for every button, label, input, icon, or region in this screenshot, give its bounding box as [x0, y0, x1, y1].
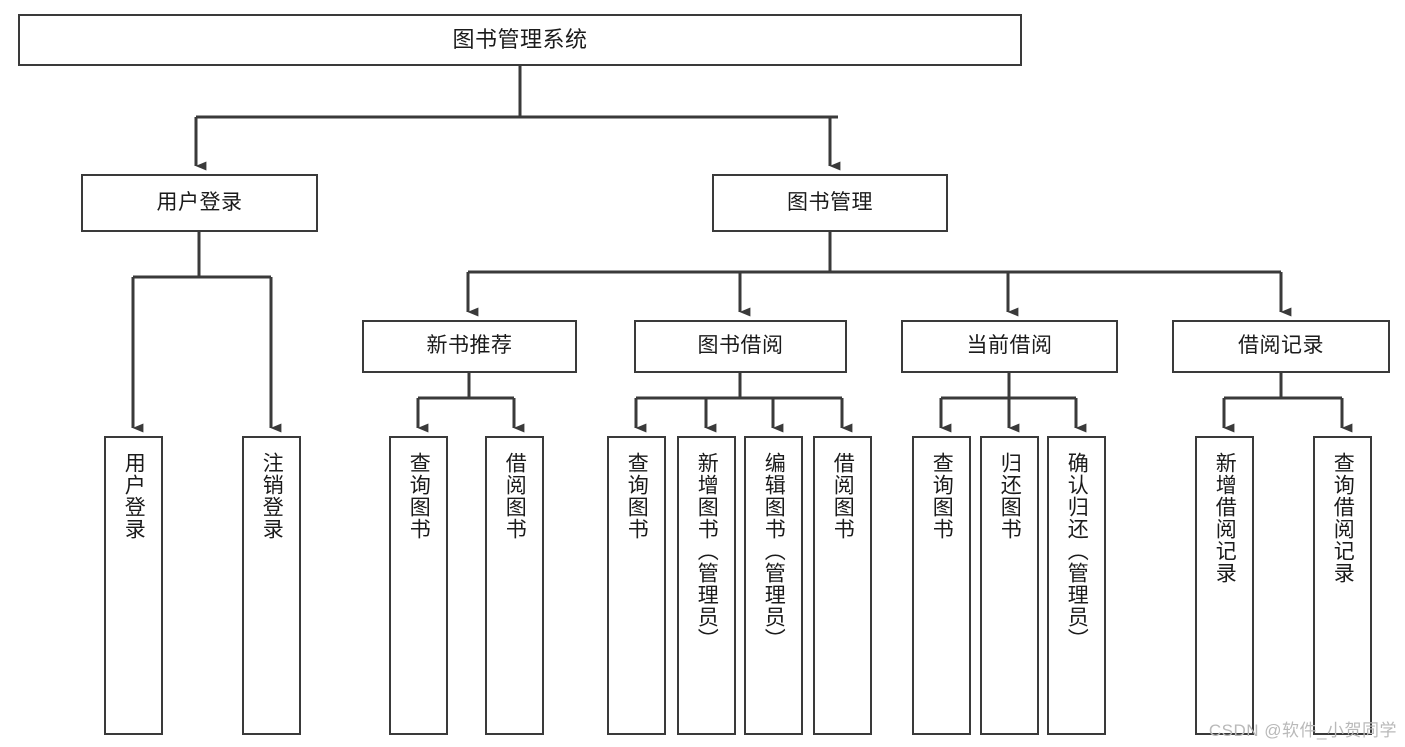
node-label: 借阅记录	[1238, 334, 1324, 358]
node-label: 借阅图书	[831, 452, 855, 540]
node-label: 图书借阅	[697, 334, 784, 358]
node-label: 查询借阅记录	[1331, 452, 1355, 584]
leaf-recommend-borrow-book[interactable]: 借阅图书	[485, 436, 544, 735]
leaf-record-add-borrow-record[interactable]: 新增借阅记录	[1195, 436, 1254, 735]
node-label: 编辑图书（管理员）	[762, 452, 786, 650]
node-label: 查询图书	[930, 452, 954, 540]
leaf-borrow-borrow-book[interactable]: 借阅图书	[813, 436, 872, 735]
node-borrow-record[interactable]: 借阅记录	[1172, 320, 1390, 373]
node-label: 图书管理	[787, 190, 873, 214]
node-user-login[interactable]: 用户登录	[81, 174, 318, 232]
leaf-current-confirm-return-admin[interactable]: 确认归还（管理员）	[1047, 436, 1106, 735]
leaf-borrow-query-book[interactable]: 查询图书	[607, 436, 666, 735]
leaf-current-query-book[interactable]: 查询图书	[912, 436, 971, 735]
node-label: 确认归还（管理员）	[1065, 452, 1089, 650]
node-label: 归还图书	[998, 452, 1022, 540]
node-label: 图书管理系统	[452, 27, 588, 53]
leaf-recommend-query-book[interactable]: 查询图书	[389, 436, 448, 735]
node-label: 用户登录	[156, 190, 243, 214]
leaf-record-query-borrow-record[interactable]: 查询借阅记录	[1313, 436, 1372, 735]
node-book-management[interactable]: 图书管理	[712, 174, 948, 232]
node-label: 当前借阅	[966, 334, 1053, 358]
node-label: 查询图书	[407, 452, 431, 540]
node-root-system[interactable]: 图书管理系统	[18, 14, 1022, 66]
node-book-borrow[interactable]: 图书借阅	[634, 320, 847, 373]
node-new-book-recommend[interactable]: 新书推荐	[362, 320, 577, 373]
node-label: 借阅图书	[503, 452, 527, 540]
node-label: 查询图书	[625, 452, 649, 540]
leaf-user-logout[interactable]: 注销登录	[242, 436, 301, 735]
node-label: 新增图书（管理员）	[695, 452, 719, 650]
node-current-borrow[interactable]: 当前借阅	[901, 320, 1118, 373]
leaf-borrow-add-book-admin[interactable]: 新增图书（管理员）	[677, 436, 736, 735]
leaf-user-login[interactable]: 用户登录	[104, 436, 163, 735]
node-label: 新书推荐	[426, 334, 513, 358]
node-label: 用户登录	[122, 452, 146, 540]
leaf-borrow-edit-book-admin[interactable]: 编辑图书（管理员）	[744, 436, 803, 735]
node-label: 注销登录	[260, 452, 284, 540]
node-label: 新增借阅记录	[1213, 452, 1237, 584]
leaf-current-return-book[interactable]: 归还图书	[980, 436, 1039, 735]
